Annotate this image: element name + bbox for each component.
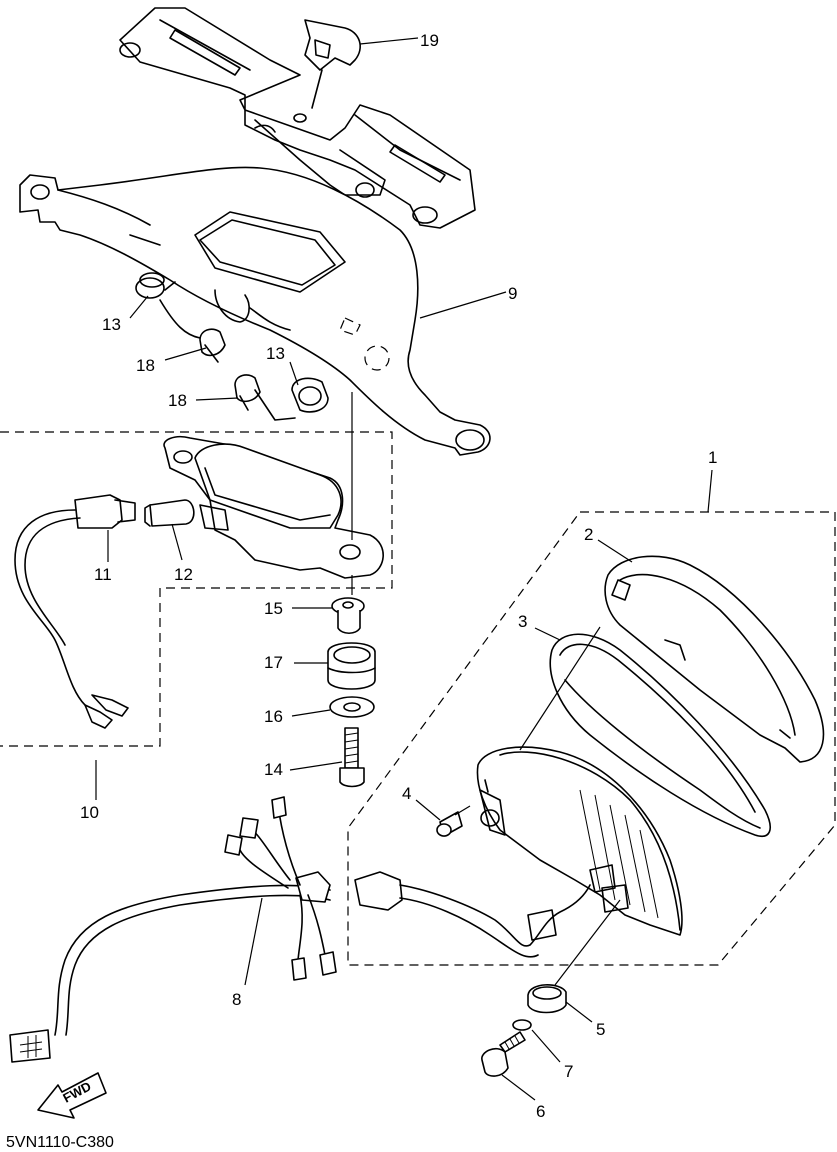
callout-leaders	[95, 37, 713, 1101]
bulb-12	[144, 499, 195, 561]
callout-18-lower: 18	[168, 391, 187, 410]
callout-3: 3	[518, 612, 527, 631]
clamp-18-upper	[159, 299, 226, 363]
grommet-13-upper	[135, 272, 176, 299]
license-light-group-box	[0, 431, 393, 747]
mounting-bracket	[119, 7, 476, 229]
screw-4	[436, 805, 471, 837]
washer-16	[329, 696, 375, 718]
diagram-code: 5VN1110-C380	[6, 1134, 114, 1151]
screw-14	[339, 727, 365, 788]
license-light-housing	[163, 435, 384, 579]
callout-2: 2	[584, 525, 593, 544]
callout-6: 6	[536, 1102, 545, 1121]
clamp-18-lower	[234, 374, 296, 421]
callout-19: 19	[420, 31, 439, 50]
callout-9: 9	[508, 284, 517, 303]
assembly-line-lens	[519, 626, 601, 751]
grommet-5	[527, 984, 567, 1014]
callout-8: 8	[232, 990, 241, 1009]
callout-18-upper: 18	[136, 356, 155, 375]
callout-14: 14	[264, 760, 283, 779]
grommet-17	[327, 642, 376, 690]
callout-10: 10	[80, 803, 99, 822]
callout-11: 11	[94, 565, 112, 584]
callout-7: 7	[564, 1062, 573, 1081]
callout-16: 16	[264, 707, 283, 726]
callout-15: 15	[264, 599, 283, 618]
tail-light-harness	[354, 871, 591, 958]
clip-19	[304, 19, 361, 109]
gasket-3	[549, 633, 771, 837]
socket-11	[14, 494, 136, 729]
light-stay-9	[19, 166, 491, 456]
callout-13-lower: 13	[266, 344, 285, 363]
tail-light-group-box	[347, 511, 836, 966]
callout-1: 1	[708, 448, 717, 467]
tail-light-body	[476, 746, 683, 936]
callout-4: 4	[402, 784, 411, 803]
assembly-line-grommet	[554, 899, 621, 986]
callout-17: 17	[264, 653, 283, 672]
screw-6	[481, 1031, 526, 1077]
callout-5: 5	[596, 1020, 605, 1039]
collar-15	[331, 597, 365, 635]
lens-2	[604, 555, 825, 763]
washer-7	[512, 1019, 532, 1031]
fwd-direction-arrow: FWD	[37, 1072, 107, 1119]
wire-harness-8	[9, 796, 337, 1063]
callout-12: 12	[174, 565, 193, 584]
callout-13-upper: 13	[102, 315, 121, 334]
